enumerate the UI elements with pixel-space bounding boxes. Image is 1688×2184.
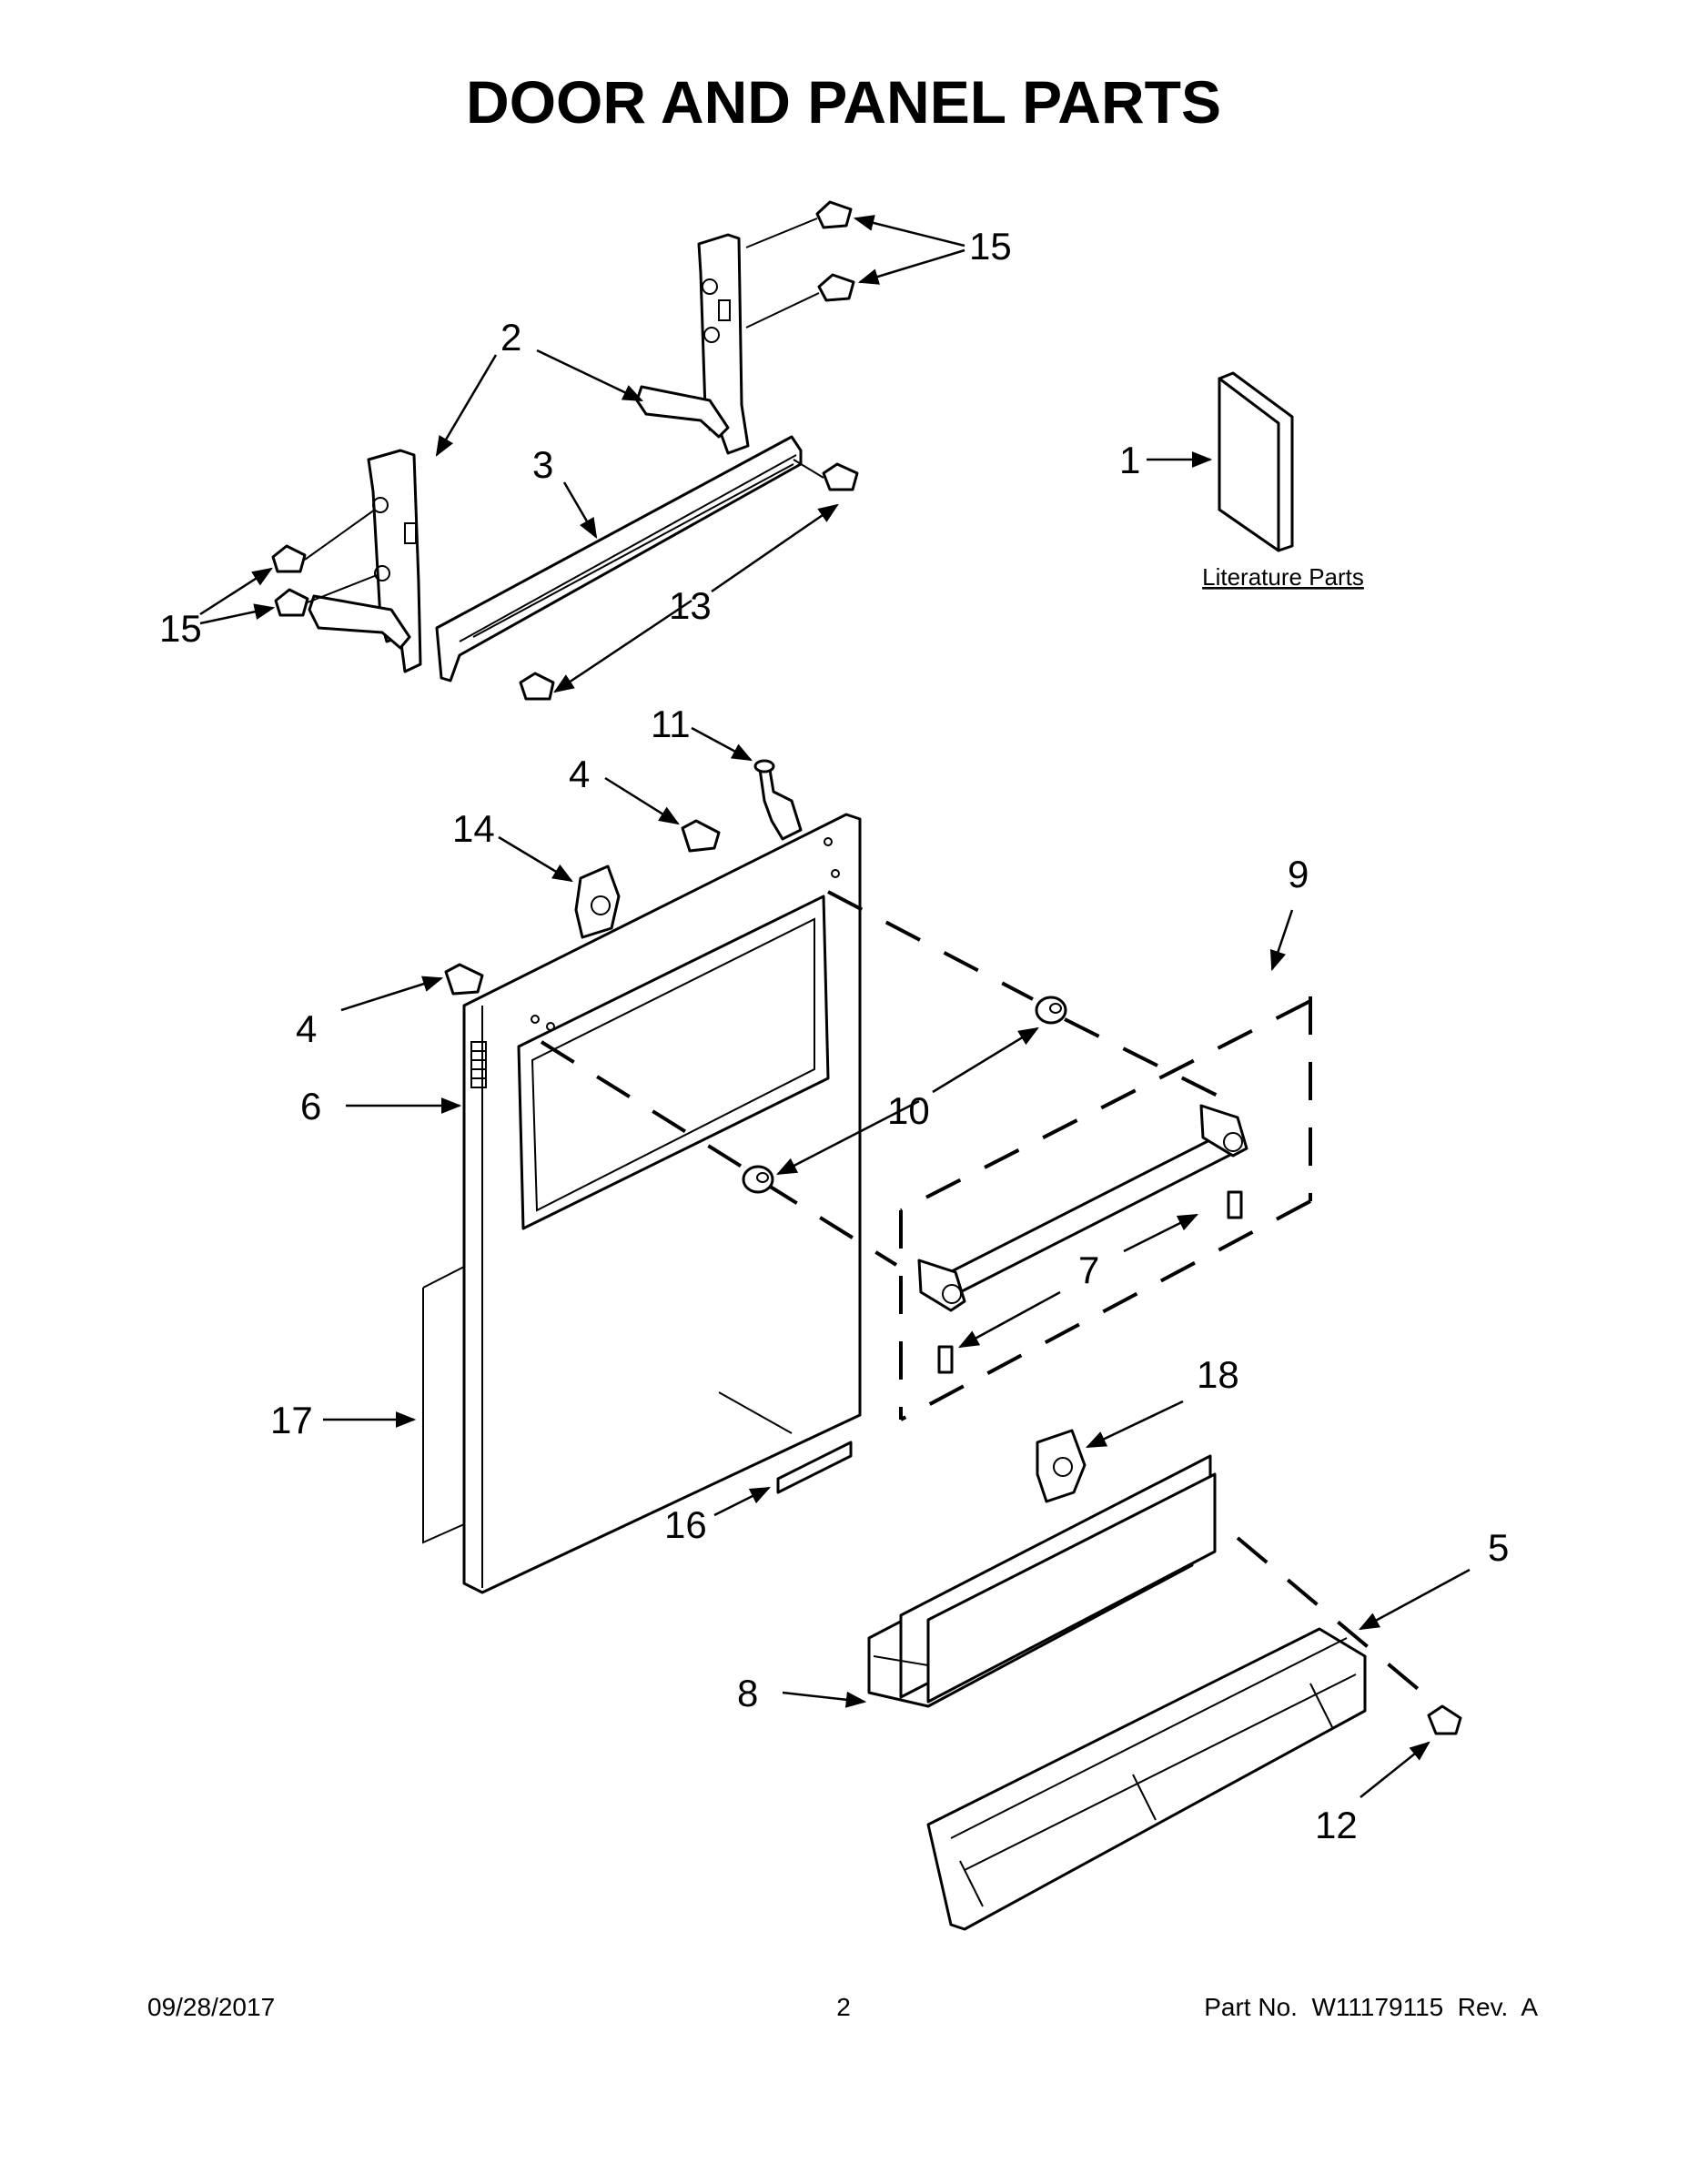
standoff-10-b xyxy=(742,1165,774,1194)
leader-lines xyxy=(199,215,1471,1798)
hinge-bracket-right xyxy=(635,233,750,455)
callout-3: 3 xyxy=(532,443,553,486)
callout-14: 14 xyxy=(452,807,495,850)
screw-13-a xyxy=(822,462,859,491)
literature-label: Literature Parts xyxy=(1202,563,1364,591)
hinge-bracket-left xyxy=(308,449,422,673)
screw-15-lower-b xyxy=(274,588,309,617)
screw-15-upper-a xyxy=(815,200,853,229)
clip-14 xyxy=(574,864,621,939)
handle-outline-9 xyxy=(899,996,1312,1421)
callout-7: 7 xyxy=(1078,1249,1099,1291)
toekick-8 xyxy=(867,1454,1217,1708)
latch-11 xyxy=(753,759,803,841)
callout-4: 4 xyxy=(569,753,590,795)
screw-13-b xyxy=(519,672,555,701)
callout-1: 1 xyxy=(1119,439,1140,481)
gasket-strip xyxy=(422,1266,465,1544)
page-title: DOOR AND PANEL PARTS xyxy=(466,68,1221,136)
callout-4: 4 xyxy=(296,1007,317,1050)
handle-bar xyxy=(917,1104,1248,1312)
callout-17: 17 xyxy=(270,1399,313,1441)
callout-2: 2 xyxy=(500,316,521,359)
literature-booklet xyxy=(1218,371,1294,552)
callout-18: 18 xyxy=(1197,1353,1239,1396)
callout-8: 8 xyxy=(737,1672,758,1714)
screw-15-upper-b xyxy=(817,273,855,302)
footer-page: 2 xyxy=(836,1993,851,2021)
screw-15-lower-a xyxy=(271,544,307,573)
screw-4-lower xyxy=(444,963,484,996)
callout-9: 9 xyxy=(1288,853,1309,895)
callout-6: 6 xyxy=(300,1085,321,1127)
screw-12 xyxy=(1427,1704,1462,1735)
screw-7-a xyxy=(937,1345,954,1374)
callout-11: 11 xyxy=(651,703,691,745)
screw-7-b xyxy=(1227,1190,1243,1219)
callout-15: 15 xyxy=(969,225,1012,268)
bracket-18 xyxy=(1036,1429,1087,1503)
footer-part-number: Part No. W11179115 Rev. A xyxy=(1204,1993,1538,2021)
callout-12: 12 xyxy=(1315,1804,1358,1846)
door-panel xyxy=(462,813,862,1594)
screw-4-upper xyxy=(681,819,721,853)
top-rail xyxy=(435,435,803,682)
brand-badge xyxy=(718,1391,853,1494)
callout-13: 13 xyxy=(669,584,712,627)
footer-date: 09/28/2017 xyxy=(147,1993,275,2021)
panel-5 xyxy=(926,1627,1367,1931)
standoff-10-a xyxy=(1035,996,1067,1025)
callout-15: 15 xyxy=(159,607,202,650)
callouts: 15 2 3 1 13 15 11 4 14 9 4 6 10 7 18 17 … xyxy=(159,225,1509,1846)
vent-slots xyxy=(470,1041,487,1088)
callout-16: 16 xyxy=(664,1503,707,1546)
callout-5: 5 xyxy=(1488,1526,1509,1569)
callout-10: 10 xyxy=(887,1089,930,1132)
